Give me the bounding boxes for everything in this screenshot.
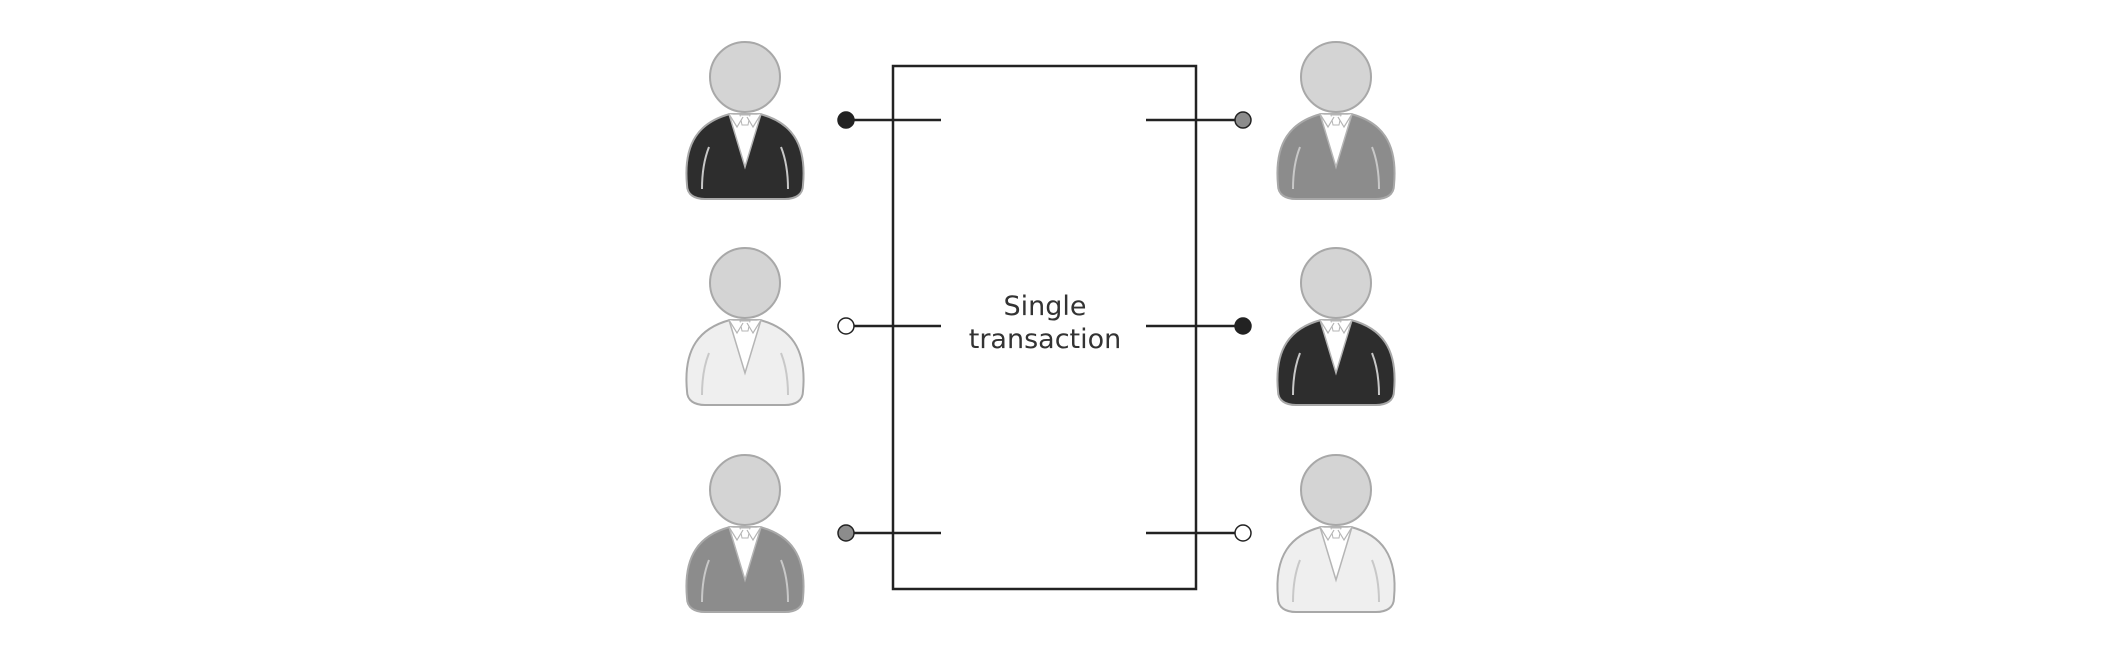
left-connectors xyxy=(837,111,941,542)
connector-dot-left-3 xyxy=(837,524,855,542)
connector-dot-right-3 xyxy=(1234,524,1252,542)
connector-dot-left-2 xyxy=(837,317,855,335)
center-label-line-1: Single xyxy=(1003,291,1087,322)
transaction-box xyxy=(891,64,1198,591)
person-icon-right-3 xyxy=(1276,454,1396,613)
connector-dot-left-1 xyxy=(837,111,855,129)
connector-dot-right-1 xyxy=(1234,111,1252,129)
center-label-line-2: transaction xyxy=(968,324,1122,355)
person-icon-left-3 xyxy=(685,454,805,613)
person-icon-right-2 xyxy=(1276,247,1396,406)
person-icon-right-1 xyxy=(1276,41,1396,200)
connector-dot-right-2 xyxy=(1234,317,1252,335)
person-icon-left-1 xyxy=(685,41,805,200)
person-icon-left-2 xyxy=(685,247,805,406)
right-connectors xyxy=(1146,111,1252,542)
center-label: Single transaction xyxy=(895,290,1195,356)
